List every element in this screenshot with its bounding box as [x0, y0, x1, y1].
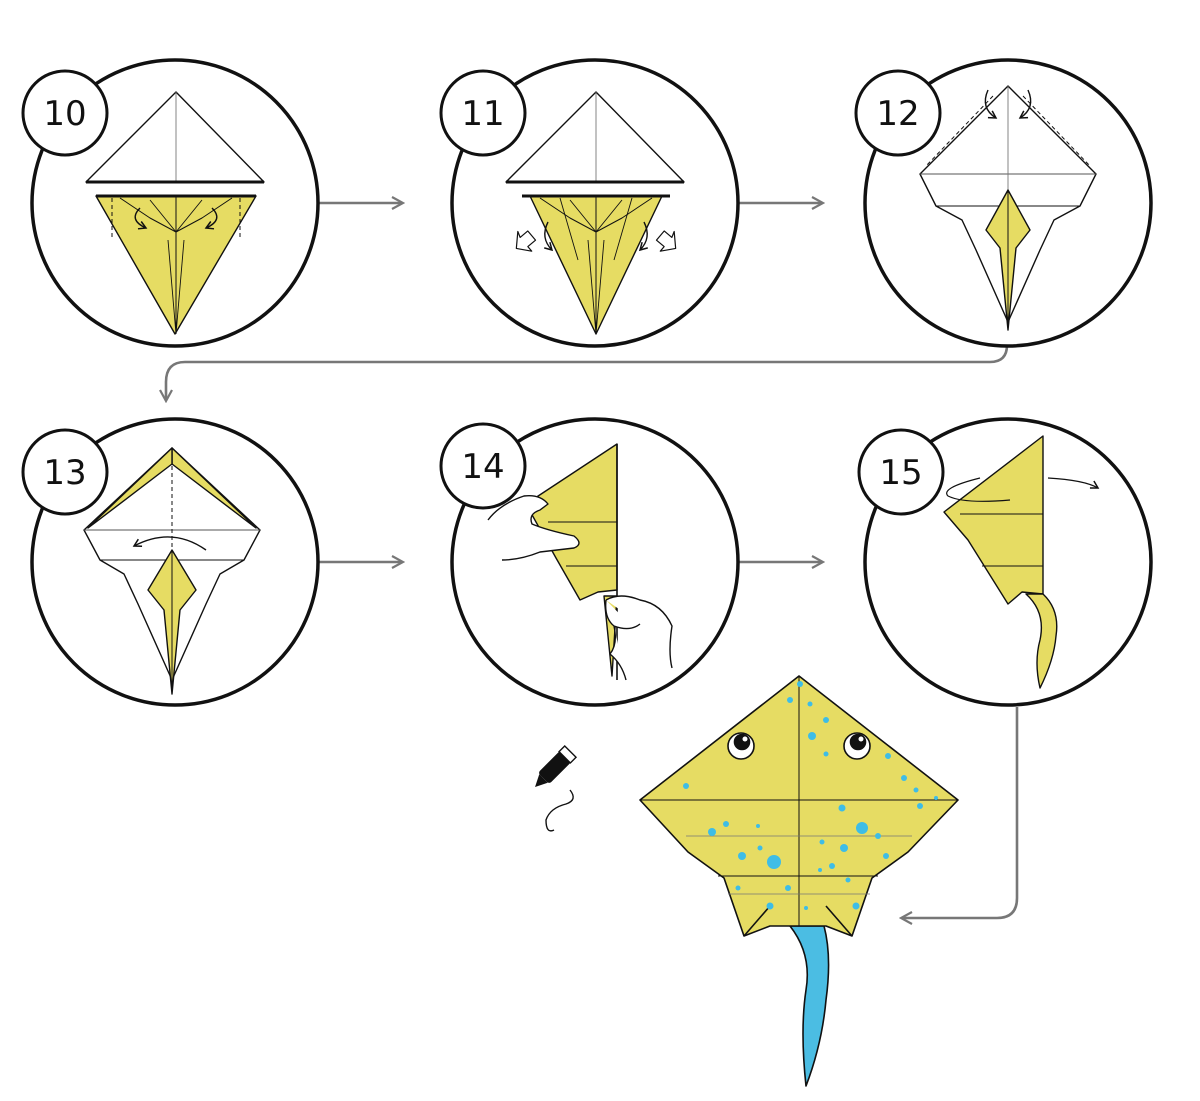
step-11: 11	[439, 58, 740, 348]
step-number: 13	[43, 453, 86, 493]
step-number: 11	[461, 94, 504, 134]
fold-top-edges-icon	[919, 85, 1097, 331]
step-number-badge	[21, 428, 109, 516]
step-number: 14	[461, 447, 504, 487]
stingray-tail	[789, 925, 830, 1087]
step-13: 13	[21, 417, 320, 707]
crimp-tail-hands-icon	[487, 443, 673, 681]
unfold-turn-over-icon	[943, 435, 1100, 689]
step-10: 10	[21, 58, 320, 348]
step-12: 12	[854, 58, 1153, 348]
step-number-badge	[439, 422, 527, 510]
arrow-15-to-final	[902, 707, 1019, 918]
step-number-badge	[854, 69, 942, 157]
squash-fold-icon	[505, 91, 685, 335]
step-number-badge	[21, 69, 109, 157]
marker-pen-icon	[535, 744, 578, 832]
arrow-12-to-13	[166, 344, 1009, 400]
hand-left-icon	[487, 494, 580, 561]
stingray-spots	[683, 681, 938, 910]
stingray-icon	[639, 675, 959, 1087]
valley-fold-in-half-icon	[83, 447, 261, 695]
step-number-badge	[857, 428, 945, 516]
stingray-eyes	[727, 732, 871, 760]
flow-arrows	[166, 203, 1019, 918]
fold-flaps-icon	[85, 91, 265, 335]
step-number: 15	[879, 453, 922, 493]
step-15: 15	[857, 417, 1153, 707]
hand-right-icon	[604, 595, 673, 681]
step-number: 10	[43, 94, 86, 134]
step-14: 14	[439, 417, 740, 707]
step-number-badge	[439, 69, 527, 157]
step-number: 12	[876, 94, 919, 134]
